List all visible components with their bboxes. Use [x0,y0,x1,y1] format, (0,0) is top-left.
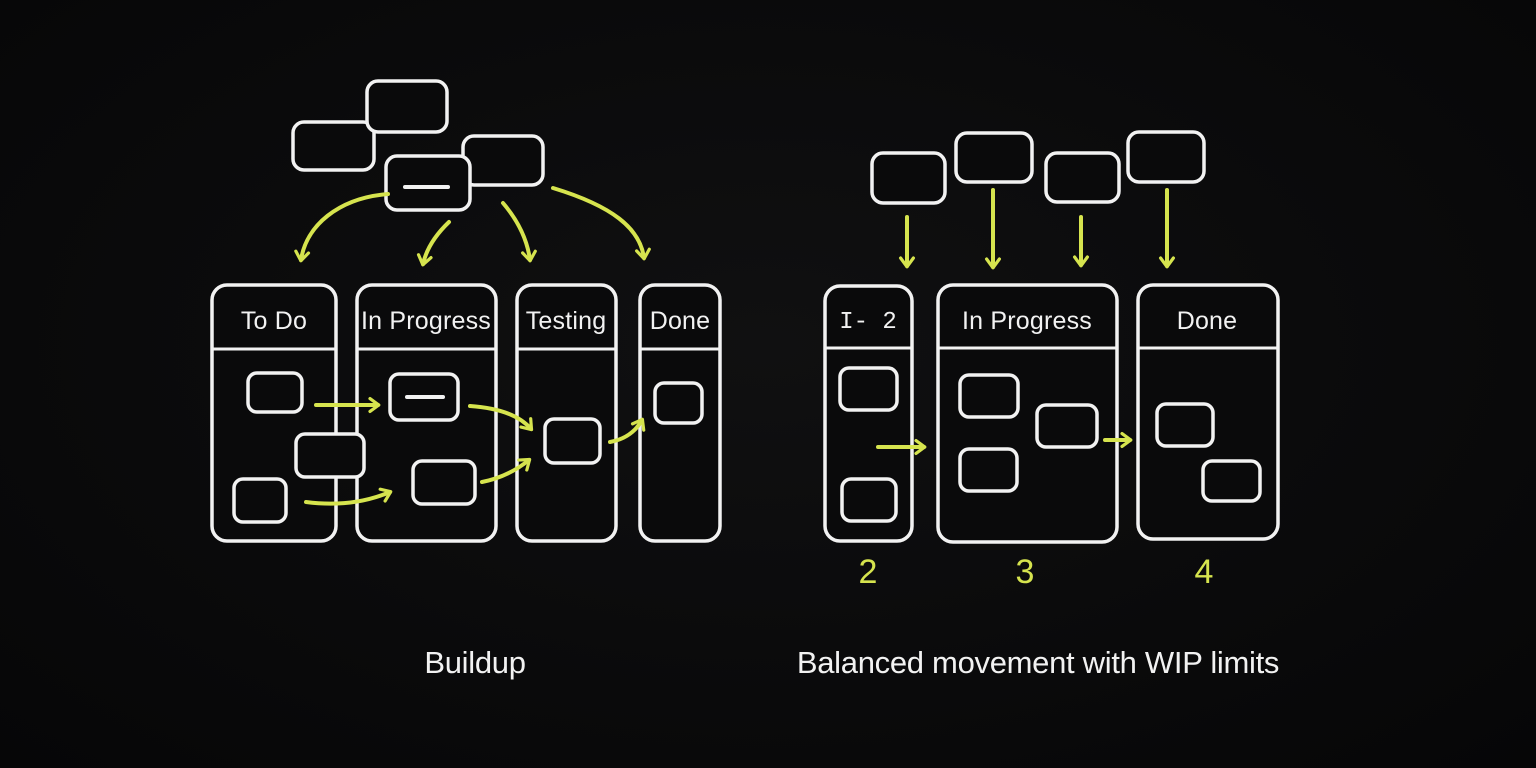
testing-card [543,417,602,465]
flow-arrow-to-done [551,186,651,261]
wip-limit-number: 2 [859,553,878,591]
right-board: I- 2 In Progress Done 2 3 4 [823,283,1280,591]
done-card [1155,402,1215,448]
column-header-label: Testing [526,307,607,335]
in-progress-card [411,459,477,506]
backlog-card [365,79,449,134]
buildup-flow-arrows [294,186,651,267]
column-header-label: In Progress [962,307,1092,335]
wip-limit-number: 4 [1195,553,1214,591]
column-header-label: In Progress [361,307,491,335]
backlog-card [461,134,545,187]
flow-arrow-to-todo [294,192,390,263]
backlog-card-cluster [291,79,545,212]
column-wip-1-2 [823,284,914,543]
todo-card [294,432,366,479]
column-header-label: To Do [241,307,307,335]
done-card [1201,459,1262,503]
flow-arrow-to-testing [501,201,537,263]
done-card [653,381,704,425]
backlog-card [291,120,376,172]
incoming-card [954,131,1034,184]
column-header-label: Done [1177,307,1238,335]
wip-limit-number: 3 [1016,553,1035,591]
backlog-card [384,154,472,212]
incoming-card [870,151,947,205]
incoming-card-row [870,130,1206,270]
card-move-arrow [304,487,393,506]
card-move-arrow [480,457,532,484]
column-header-label: I- 2 [839,309,897,336]
flow-arrow-to-inprogress [416,220,451,267]
todo-card [232,477,288,524]
card-move-arrow [468,404,534,432]
incoming-card [1126,130,1206,184]
in-progress-card [958,373,1020,419]
left-board: To Do In Progress Testing Done [210,283,722,543]
wip-column-card [840,477,898,523]
right-caption: Balanced movement with WIP limits [797,645,1279,680]
in-progress-card [1035,403,1099,449]
left-caption: Buildup [424,645,525,680]
todo-card [246,371,304,414]
in-progress-card [958,447,1019,493]
card-move-arrow [608,417,646,444]
incoming-card [1044,151,1121,204]
wip-column-card [838,366,899,412]
column-header-label: Done [650,307,711,335]
